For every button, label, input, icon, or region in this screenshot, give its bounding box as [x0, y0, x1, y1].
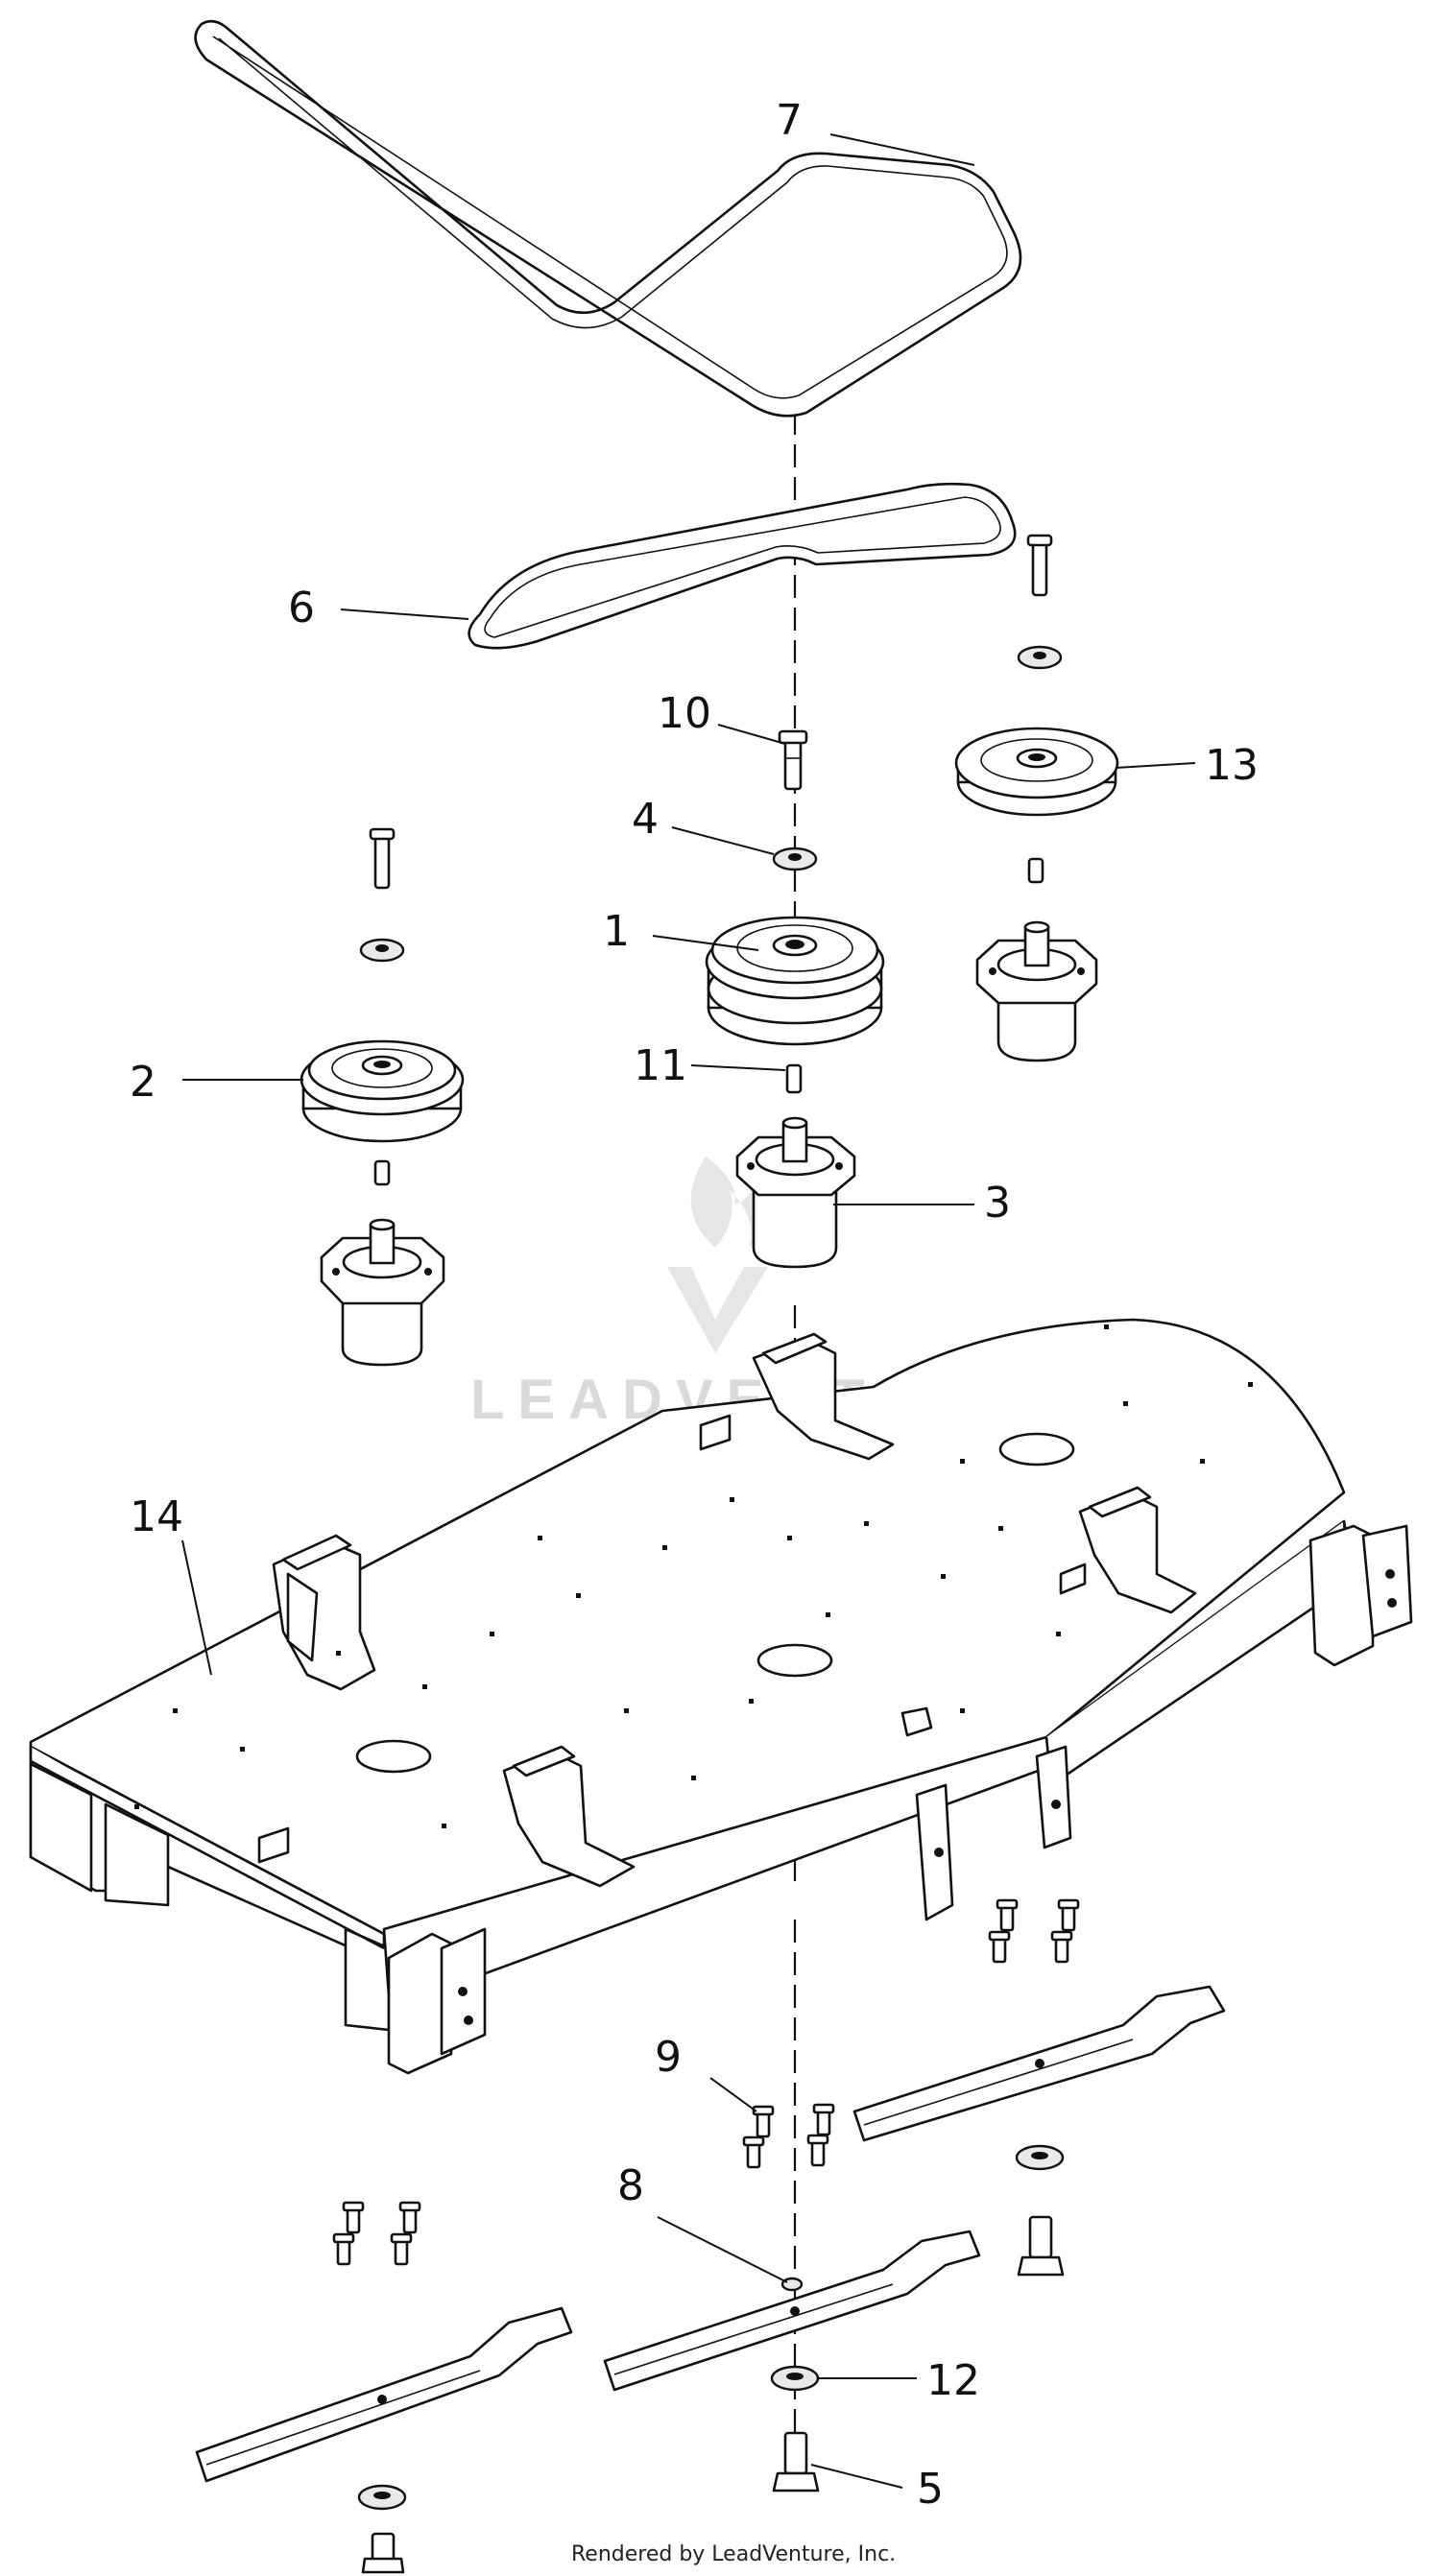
- blade-center: [603, 2230, 981, 2392]
- right-spindle-bolt: [1026, 534, 1053, 597]
- left-spindle: [320, 1218, 445, 1367]
- blade-bolt-part-5: [772, 2431, 820, 2493]
- callout-6: 6: [288, 584, 315, 632]
- callout-9: 9: [655, 2033, 682, 2082]
- belt-small-part-6: [468, 482, 1017, 650]
- washer-part-8: [780, 2277, 804, 2292]
- key-part-11: [785, 1063, 803, 1094]
- pulley-part-13: [954, 727, 1119, 817]
- callout-14: 14: [130, 1492, 183, 1541]
- right-spindle: [975, 920, 1098, 1062]
- left-spindle-washer: [359, 938, 405, 963]
- washer-part-4: [772, 847, 818, 871]
- mower-deck-part-14: [29, 1318, 1413, 2075]
- blade-washer-left: [357, 2484, 407, 2511]
- blade-right: [852, 1985, 1226, 2142]
- spindle-part-3: [735, 1116, 856, 1269]
- bolt-part-10: [778, 729, 808, 791]
- blade-left: [195, 2306, 573, 2483]
- callout-4: 4: [632, 795, 659, 844]
- footer-credit: Rendered by LeadVenture, Inc.: [571, 2542, 896, 2566]
- blade-bolt-left: [361, 2532, 405, 2574]
- blade-washer-part-12: [770, 2365, 820, 2392]
- callout-12: 12: [926, 2356, 980, 2405]
- left-spindle-key: [373, 1159, 391, 1186]
- callout-1: 1: [603, 907, 630, 956]
- callout-13: 13: [1205, 741, 1259, 790]
- callout-10: 10: [658, 689, 711, 738]
- blade-washer-right: [1015, 2144, 1065, 2171]
- callout-7: 7: [776, 96, 803, 145]
- callout-2: 2: [130, 1058, 156, 1107]
- pulley-part-2: [300, 1039, 465, 1143]
- right-spindle-bolts: [988, 1898, 1080, 1964]
- left-spindle-bolts: [332, 2201, 421, 2266]
- right-spindle-washer: [1017, 645, 1063, 670]
- belt-large-part-7: [194, 19, 1022, 417]
- callouts: 7 6 10 4 13 1 2 11 3 14 9 8 12 5: [130, 96, 1259, 2514]
- blade-bolt-right: [1017, 2215, 1065, 2277]
- leader-lines: [181, 133, 1196, 2489]
- bolts-part-9: [742, 2103, 835, 2169]
- callout-5: 5: [917, 2465, 944, 2514]
- callout-11: 11: [634, 1041, 687, 1090]
- callout-3: 3: [984, 1179, 1011, 1228]
- pulley-double-part-1: [705, 916, 885, 1046]
- right-spindle-key: [1027, 857, 1044, 884]
- left-spindle-bolt: [369, 827, 396, 890]
- callout-8: 8: [617, 2161, 644, 2210]
